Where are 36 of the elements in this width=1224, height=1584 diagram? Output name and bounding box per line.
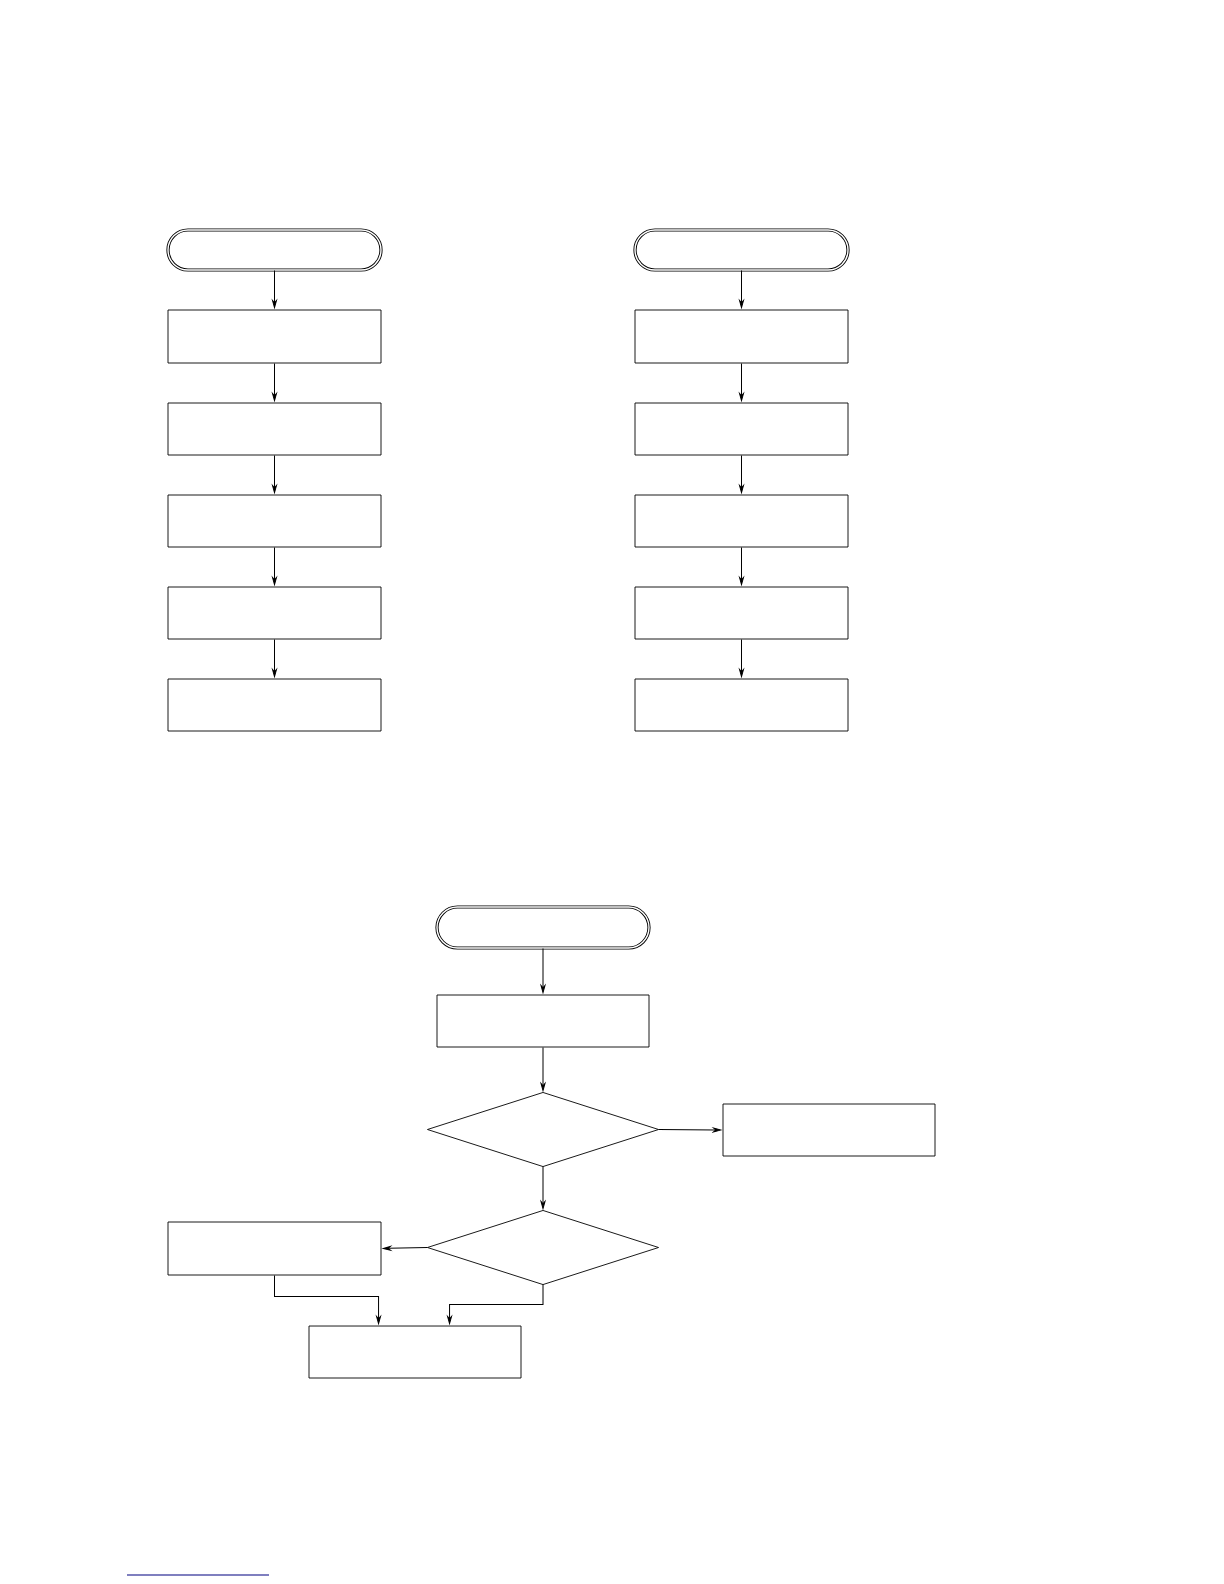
decision-diamond <box>427 1210 659 1285</box>
decision-diamond <box>427 1092 659 1167</box>
arrow <box>739 269 744 309</box>
arrow <box>739 454 744 494</box>
terminal-box <box>166 228 383 272</box>
arrow <box>739 638 744 678</box>
arrow <box>540 947 546 994</box>
arrow <box>272 269 277 309</box>
process-box <box>436 994 650 1048</box>
arrow <box>540 1166 546 1210</box>
arrow <box>540 1046 546 1092</box>
process-box <box>167 586 382 640</box>
arrow <box>447 1284 544 1325</box>
process-box <box>167 1221 382 1276</box>
process-box <box>167 309 382 364</box>
process-box <box>167 402 382 456</box>
process-box <box>722 1103 936 1157</box>
process-box <box>634 494 849 548</box>
process-box <box>634 402 849 456</box>
arrow <box>272 546 277 586</box>
arrow <box>739 546 744 586</box>
arrow <box>658 1127 722 1133</box>
process-box <box>634 586 849 640</box>
arrow <box>272 362 277 402</box>
process-box <box>634 678 849 732</box>
arrow <box>272 454 277 494</box>
terminal-box <box>435 905 651 950</box>
arrow <box>739 362 744 402</box>
arrow <box>272 638 277 678</box>
terminal-box <box>633 228 850 272</box>
process-box <box>167 678 382 732</box>
process-box <box>167 494 382 548</box>
process-box <box>308 1325 522 1379</box>
arrow <box>274 1274 381 1325</box>
arrow <box>382 1245 428 1251</box>
process-box <box>634 309 849 364</box>
